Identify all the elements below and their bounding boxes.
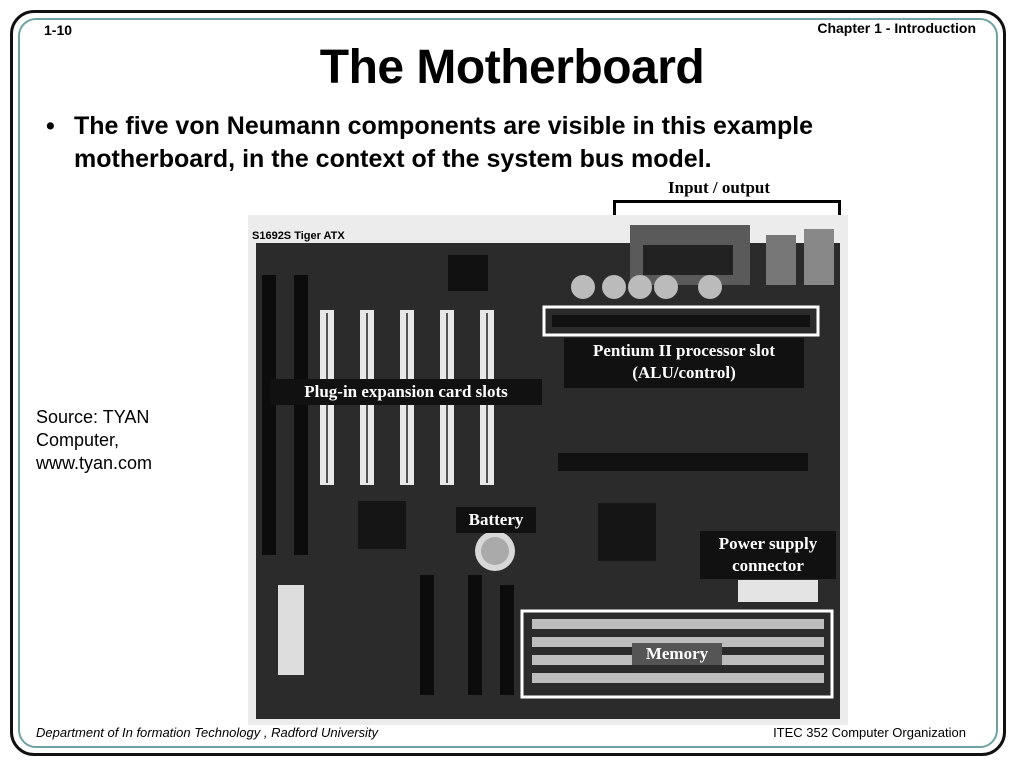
power-label-line-1: Power supply	[718, 534, 818, 553]
slide-frame-outer	[10, 10, 1006, 756]
motherboard-image: S1692S Tiger ATX	[248, 215, 848, 725]
bullet-text: The five von Neumann components are visi…	[74, 112, 814, 173]
battery-label: Battery	[456, 507, 536, 533]
source-line-2: Computer,	[36, 430, 120, 450]
board-name: S1692S Tiger ATX	[252, 230, 345, 242]
bullet-point: • The five von Neumann components are vi…	[46, 110, 966, 176]
slide-number: 1-10	[44, 22, 73, 38]
footer-course: ITEC 352 Computer Organization	[773, 725, 966, 740]
slide-frame-inner	[18, 18, 998, 748]
expansion-slots-label: Plug-in expansion card slots	[270, 379, 542, 405]
source-note: Source: TYAN Computer, www.tyan.com	[36, 406, 236, 475]
processor-slot-label: Pentium II processor slot (ALU/control)	[564, 338, 804, 388]
source-line-3: www.tyan.com	[36, 453, 153, 473]
processor-label-line-1: Pentium II processor slot	[592, 341, 776, 360]
power-label-line-2: connector	[732, 556, 804, 575]
slide-title: The Motherboard	[319, 41, 705, 94]
footer-department: Department of In formation Technology , …	[36, 725, 379, 740]
power-supply-label: Power supply connector	[700, 531, 836, 579]
motherboard-figure: S1692S Tiger ATX Pentium II processor sl…	[248, 215, 848, 725]
memory-label: Memory	[632, 643, 722, 665]
bullet-icon: •	[46, 112, 55, 140]
processor-label-line-2: (ALU/control)	[632, 363, 736, 382]
chapter-title: Chapter 1 - Introduction	[817, 20, 976, 36]
source-line-1: Source: TYAN	[36, 407, 150, 427]
io-label: Input / output	[668, 178, 771, 197]
